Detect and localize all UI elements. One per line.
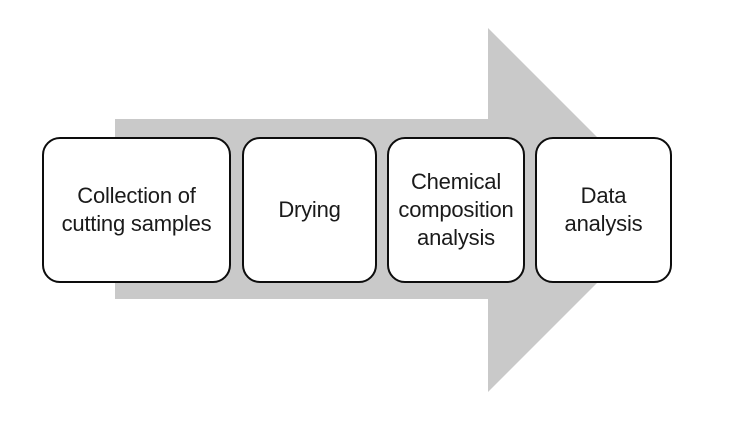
process-step-box-drying: Drying	[242, 137, 377, 283]
process-step-label: Collection of cutting samples	[61, 183, 212, 236]
process-step-label: Data analysis	[564, 183, 643, 236]
process-step-box-data-analysis: Data analysis	[535, 137, 672, 283]
process-step-box-chemical-analysis: Chemical composition analysis	[387, 137, 525, 283]
process-step-box-collection: Collection of cutting samples	[42, 137, 231, 283]
process-step-label: Chemical composition analysis	[398, 169, 514, 250]
process-step-label: Drying	[278, 197, 341, 222]
